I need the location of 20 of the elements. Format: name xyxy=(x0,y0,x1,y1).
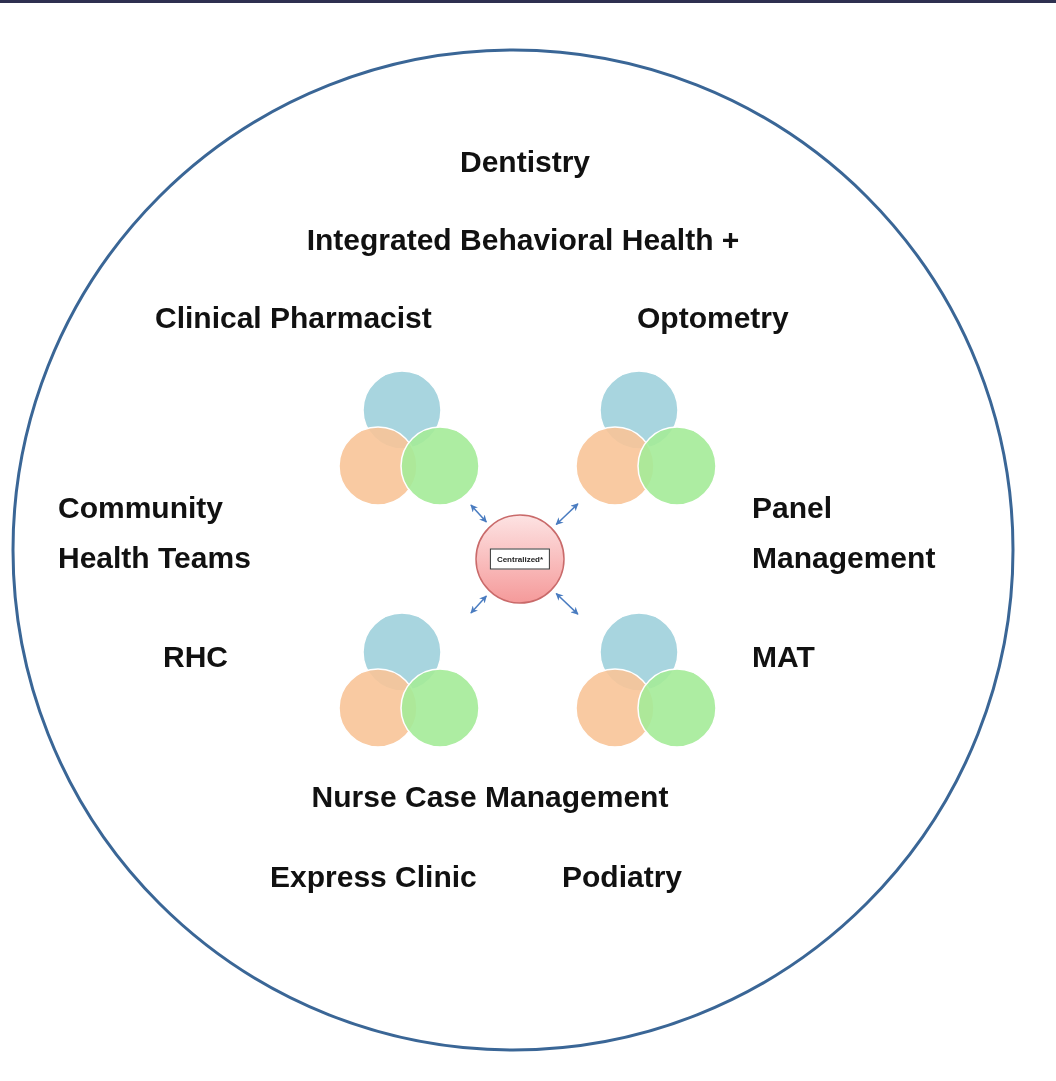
overlapping-circles-drawing xyxy=(575,610,719,750)
overlapping-circles-drawing xyxy=(338,368,482,508)
service-label: Podiatry xyxy=(562,859,683,895)
overlapping-circles-drawing xyxy=(338,610,482,750)
service-label: Express Clinic xyxy=(270,859,477,895)
service-label: Dentistry xyxy=(460,144,590,180)
overlapping-circles-drawing xyxy=(575,368,719,508)
service-label: Nurse Case Management xyxy=(311,779,669,815)
service-label: Panel Management xyxy=(752,490,937,576)
service-label: MAT xyxy=(752,639,815,675)
service-label: Integrated Behavioral Health + xyxy=(306,222,740,258)
double-arrow xyxy=(470,504,488,523)
hub-label: Centralized* xyxy=(489,548,551,570)
double-arrow xyxy=(555,503,579,526)
service-label: Community Health Teams xyxy=(58,490,252,576)
double-arrow xyxy=(470,595,488,614)
service-label: Optometry xyxy=(637,300,789,336)
service-label: RHC xyxy=(163,639,228,675)
double-arrow xyxy=(555,592,579,615)
service-label: Clinical Pharmacist xyxy=(155,300,432,336)
